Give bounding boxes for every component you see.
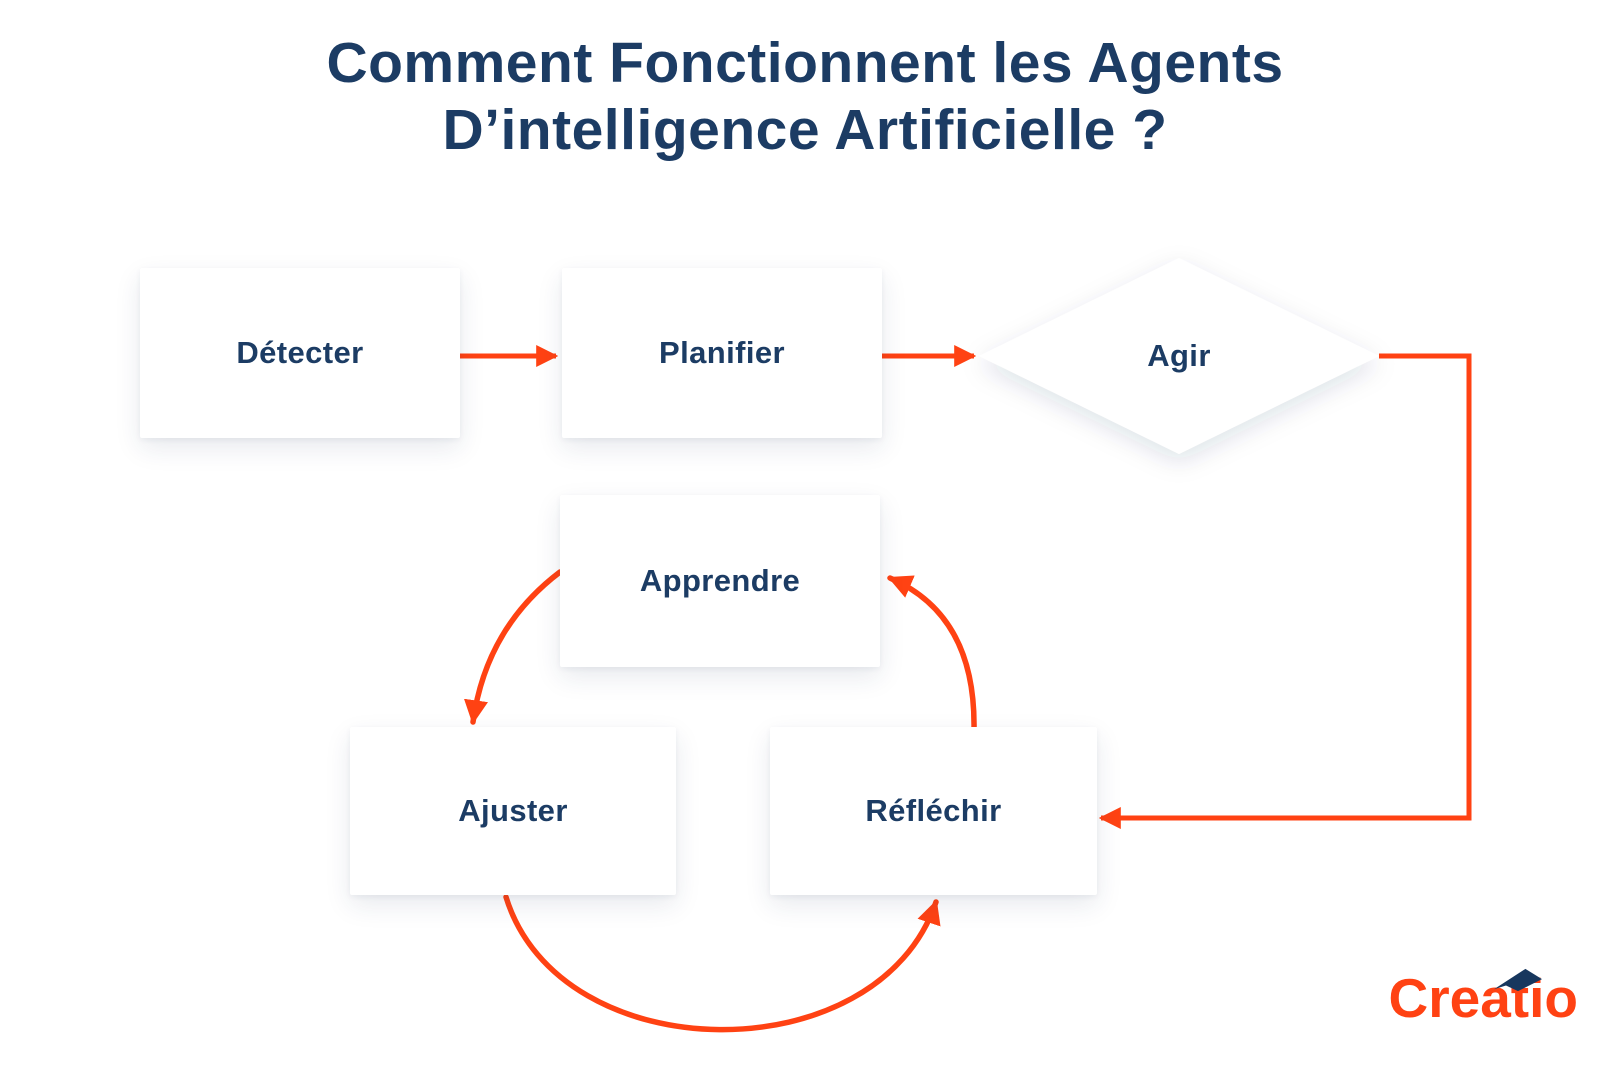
node-planifier: Planifier [562,268,882,438]
node-detecter: Détecter [140,268,460,438]
creatio-logo: Creatio [1389,956,1579,1040]
node-reflechir-label: Réfléchir [865,793,1002,828]
node-apprendre: Apprendre [560,495,880,667]
page-title-line-2: D’intelligence Artificielle ? [442,98,1168,162]
node-agir-label: Agir [1147,338,1211,373]
node-ajuster-label: Ajuster [458,793,568,828]
arrow-agir-to-reflechir [1098,353,1472,830]
arrow-reflechir-to-apprendre [887,575,977,733]
arrow-apprendre-to-ajuster [464,569,563,725]
node-agir: Agir [1079,326,1279,386]
page-title: Comment Fonctionnent les Agents D’intell… [0,30,1610,164]
node-ajuster: Ajuster [350,727,676,895]
node-detecter-label: Détecter [236,335,364,370]
node-planifier-label: Planifier [659,335,785,370]
creatio-logo-text: Creatio [1388,967,1579,1029]
arrow-ajuster-to-reflechir [503,894,941,1033]
creatio-swoosh-icon [1494,968,1542,992]
page-title-line-1: Comment Fonctionnent les Agents [326,31,1284,95]
node-apprendre-label: Apprendre [639,563,801,598]
node-reflechir: Réfléchir [770,727,1097,895]
node-agir-diamond [979,258,1379,454]
